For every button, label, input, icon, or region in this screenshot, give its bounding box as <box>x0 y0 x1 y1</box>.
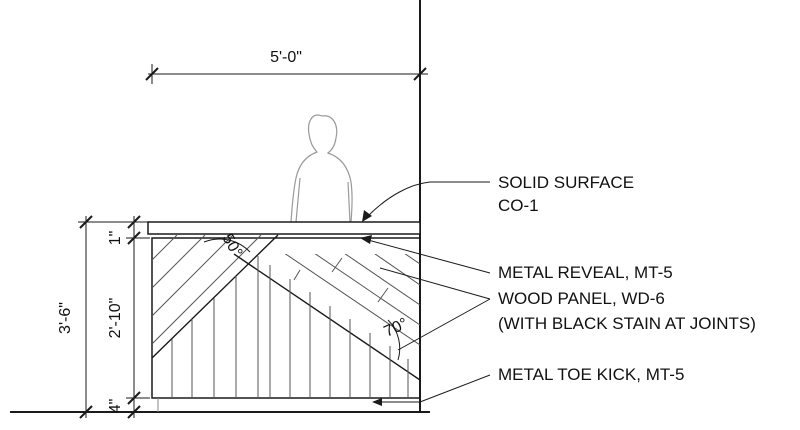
note-wood-panel-stain: (WITH BLACK STAIN AT JOINTS) <box>498 314 756 333</box>
countertop <box>147 221 421 235</box>
note-wood-panel: WOOD PANEL, WD-6 <box>498 289 665 308</box>
width-dimension-label: 5'-0" <box>270 49 302 66</box>
vertical-planks <box>171 256 409 398</box>
top-dimension <box>145 64 428 84</box>
person-silhouette-icon <box>290 114 353 223</box>
angle-left-label: 50° <box>218 231 245 260</box>
toe-kick-height-label: 4" <box>107 399 124 414</box>
note-solid-surface: SOLID SURFACE <box>498 173 634 192</box>
left-dimension-parts <box>126 215 150 419</box>
panel-height-label: 2'-10" <box>107 298 124 339</box>
angle-right-label: 70° <box>382 315 411 341</box>
angle-arc-right <box>387 319 401 361</box>
total-height-label: 3'-6" <box>57 302 74 334</box>
note-toe-kick: METAL TOE KICK, MT-5 <box>498 365 684 384</box>
diagonal-separator-left <box>151 234 279 359</box>
top-thickness-label: 1" <box>107 231 124 246</box>
left-diagonal-planks <box>152 235 262 345</box>
left-dimension-total <box>78 215 148 419</box>
leader-lines <box>360 181 491 406</box>
diagonal-separator-right <box>233 253 421 381</box>
wood-panel <box>151 237 421 399</box>
angle-arc-left <box>203 238 251 253</box>
note-metal-reveal: METAL REVEAL, MT-5 <box>498 263 673 282</box>
note-solid-surface-code: CO-1 <box>498 196 539 215</box>
